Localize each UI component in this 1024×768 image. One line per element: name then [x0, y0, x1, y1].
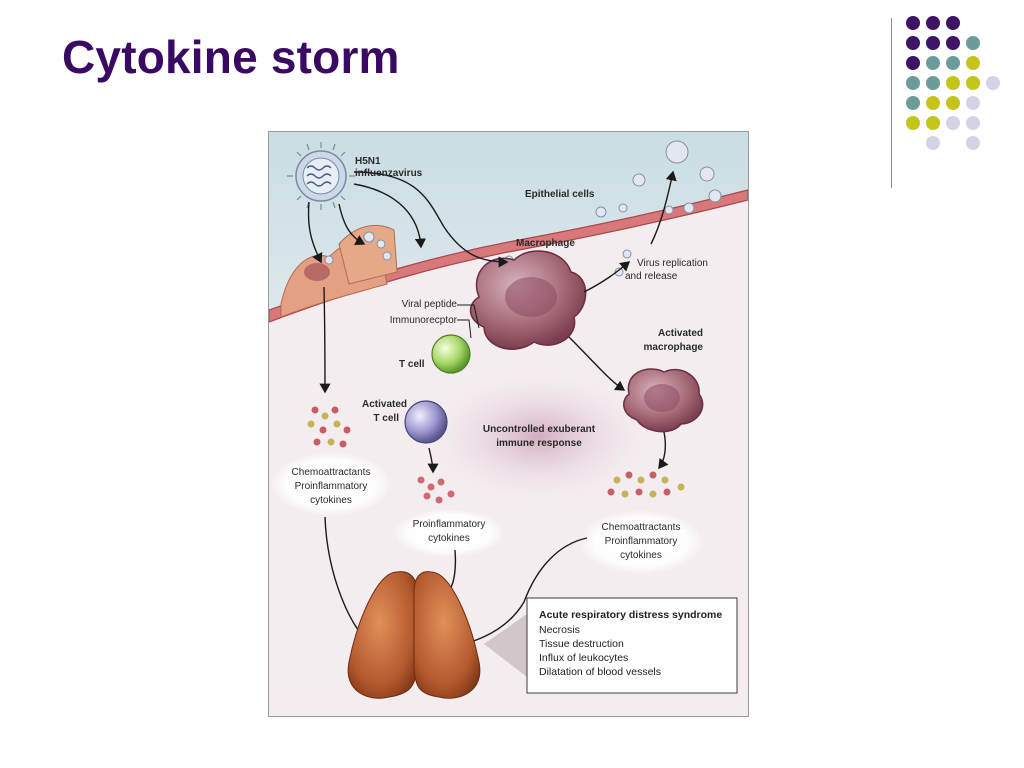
macrophage	[469, 250, 587, 350]
inflammation-glow	[419, 367, 659, 507]
activated-tcell-label: Activated	[362, 399, 407, 410]
decor-dot	[926, 56, 940, 70]
cytokine-storm-figure: H5N1 influenzavirus Epithelial cells Mac…	[268, 131, 749, 717]
ards-box	[526, 597, 738, 694]
decor-dot	[946, 36, 960, 50]
ards-item: Influx of leukocytes	[539, 652, 628, 664]
right-cytokine-label-3: cytokines	[620, 550, 662, 561]
left-cytokine-label-3: cytokines	[310, 495, 352, 506]
decor-dot	[926, 136, 940, 150]
epithelial-label: Epithelial cells	[525, 189, 595, 200]
activated-macrophage-label-2: macrophage	[644, 342, 704, 353]
middle-cytokine-label-2: cytokines	[428, 533, 470, 544]
epithelial-membrane	[269, 189, 748, 323]
ards-pointer	[484, 614, 527, 677]
decor-dot	[946, 116, 960, 130]
decor-dot	[946, 96, 960, 110]
activated-macrophage	[623, 368, 704, 433]
decor-dot	[966, 76, 980, 90]
membrane-virions	[324, 231, 632, 277]
t-cell	[431, 334, 471, 374]
decor-dot	[926, 16, 940, 30]
activated-tcell-label-2: T cell	[373, 413, 399, 424]
slide-title: Cytokine storm	[62, 31, 400, 83]
decor-dot	[906, 16, 920, 30]
decor-dot	[906, 36, 920, 50]
middle-cytokine-label: Proinflammatory	[413, 519, 486, 530]
viral-peptide-label: Viral peptide	[402, 299, 458, 310]
decor-dot	[906, 56, 920, 70]
decor-dot	[946, 56, 960, 70]
cytokine-cluster-right	[607, 471, 685, 498]
activated-macrophage-label: Activated	[658, 328, 703, 339]
virus-release-label-2: and release	[625, 271, 678, 282]
figure-illustration: H5N1 influenzavirus Epithelial cells Mac…	[269, 132, 748, 699]
h5n1-virus	[287, 142, 355, 210]
decor-dot	[946, 76, 960, 90]
decor-dot	[966, 96, 980, 110]
released-virions	[595, 140, 722, 218]
decor-dot	[966, 136, 980, 150]
decor-dot	[906, 96, 920, 110]
cytokine-cluster-left	[307, 406, 351, 448]
decor-dot	[926, 116, 940, 130]
cytokine-cluster-middle	[417, 476, 455, 504]
virus-label-2: influenzavirus	[355, 168, 423, 179]
ards-title: Acute respiratory distress syndrome	[539, 609, 722, 621]
immune-response-label: Uncontrolled exuberant	[483, 424, 596, 435]
right-cytokine-label-2: Proinflammatory	[605, 536, 678, 547]
immunoreceptor-label: Immunorecptor	[390, 315, 458, 326]
decor-dot	[966, 56, 980, 70]
ards-item: Tissue destruction	[539, 638, 624, 650]
lungs	[347, 571, 481, 699]
decor-dot	[966, 116, 980, 130]
macrophage-label: Macrophage	[516, 238, 575, 249]
ards-item: Necrosis	[539, 624, 580, 636]
tcell-label: T cell	[399, 359, 425, 370]
decor-dot	[986, 76, 1000, 90]
decor-dot	[906, 76, 920, 90]
activated-t-cell	[404, 400, 448, 444]
left-cytokine-label: Chemoattractants	[292, 467, 371, 478]
viral-peptide-pointer	[457, 304, 480, 329]
decor-dot	[926, 36, 940, 50]
immune-response-label-2: immune response	[496, 438, 582, 449]
immunoreceptor-pointer	[457, 319, 472, 339]
left-cytokine-label-2: Proinflammatory	[295, 481, 368, 492]
title-divider	[891, 18, 892, 188]
decor-dot	[926, 96, 940, 110]
decor-dot	[906, 116, 920, 130]
decor-dot	[966, 36, 980, 50]
decor-dot	[926, 76, 940, 90]
virus-label: H5N1	[355, 156, 381, 167]
right-cytokine-label: Chemoattractants	[602, 522, 681, 533]
decor-dot	[946, 16, 960, 30]
ards-item: Dilatation of blood vessels	[539, 666, 661, 678]
virus-release-label: Virus replication	[637, 258, 708, 269]
